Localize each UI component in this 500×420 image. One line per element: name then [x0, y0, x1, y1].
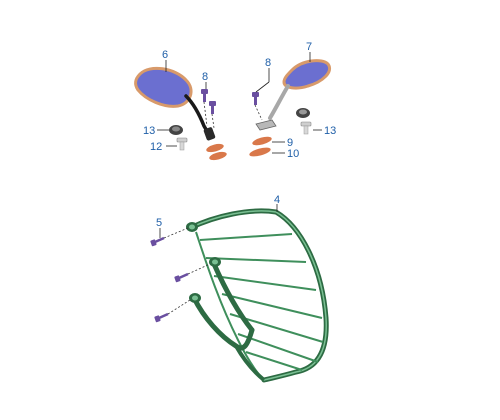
bolt-8-right: [252, 92, 259, 105]
luggage-rack: [186, 208, 329, 383]
callout-6: 6: [162, 49, 168, 61]
right-mirror: [255, 59, 331, 131]
callout-10: 10: [287, 148, 299, 160]
callout-9: 9: [287, 137, 293, 149]
callout-13-right: 13: [324, 125, 336, 137]
washer-9: [252, 136, 272, 146]
bolt-8-left: [201, 89, 216, 114]
callout-5: 5: [156, 217, 162, 229]
nut-13-right: [296, 108, 310, 118]
washer-10: [249, 147, 271, 157]
left-mirror: [134, 66, 216, 141]
callout-8-right: 8: [265, 57, 271, 69]
nut-13-left: [169, 125, 183, 135]
callout-7: 7: [306, 41, 312, 53]
screw-12: [176, 137, 188, 151]
gaskets-left: [206, 143, 227, 161]
rack-bolt-3: [154, 312, 169, 323]
rack-bolt-2: [174, 272, 189, 283]
callout-13-left: 13: [143, 125, 155, 137]
callout-4: 4: [274, 194, 280, 206]
callout-8-left: 8: [202, 71, 208, 83]
screw-right: [300, 121, 312, 135]
callout-12: 12: [150, 141, 162, 153]
rack-bolt-1: [150, 236, 165, 247]
